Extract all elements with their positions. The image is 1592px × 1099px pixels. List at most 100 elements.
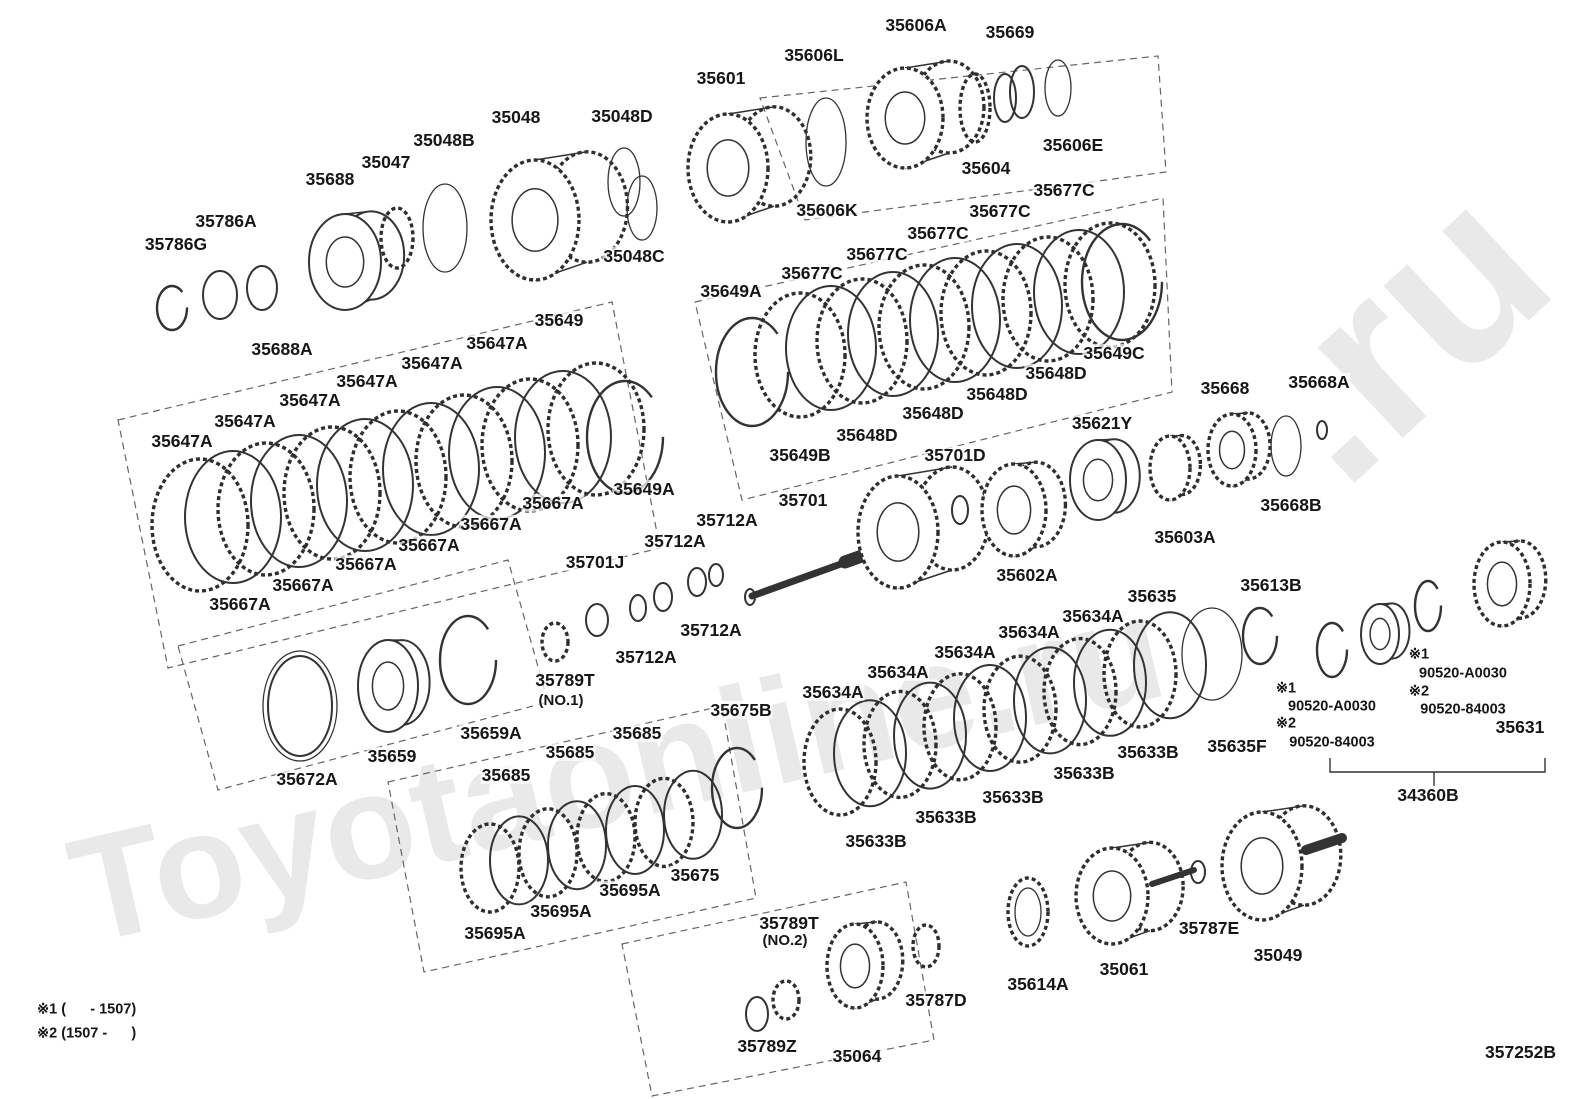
ring-35688A xyxy=(246,265,278,311)
gear-35631-near xyxy=(1472,540,1532,628)
oneway-clutch-35621Y-near xyxy=(1069,439,1127,521)
planetary-35049-inner xyxy=(1240,837,1284,895)
hub-35602A-inner xyxy=(996,485,1032,535)
hub-35602A-top xyxy=(1013,461,1037,465)
clutch-pack-35647A-35667A-plate-7 xyxy=(348,409,448,545)
clutch-pack-35677C-35648D-plate-1 xyxy=(753,291,847,419)
clutch-pack-35647A-35667A-plate-8 xyxy=(382,402,480,536)
sleeve-90520-inner xyxy=(1369,617,1391,651)
drum-35688-near xyxy=(308,213,382,311)
gear-35064-near xyxy=(825,922,885,1010)
clutch-pack-35634A-35633B-plate-11 xyxy=(1102,619,1178,729)
clutch-pack-35647A-35667A-plate-11 xyxy=(480,377,580,513)
clutch-pack-35647A-35667A-plate-9 xyxy=(414,393,514,529)
oring-35701D xyxy=(951,495,969,525)
bearing-35668-near xyxy=(1206,412,1258,488)
race-35659-inner xyxy=(371,661,405,711)
snap-ring-35675B xyxy=(710,746,764,830)
clutch-pack-35677C-35648D-plate-8 xyxy=(971,243,1063,369)
group-box-left-pack xyxy=(117,301,661,669)
clutch-pack-35634A-35633B-plate-10 xyxy=(1073,628,1147,737)
clutch-pack-35677C-35648D-plate-3 xyxy=(815,277,909,405)
ring-35606E xyxy=(1044,59,1072,117)
flange-35672A xyxy=(267,655,333,757)
clutch-pack-35677C-35648D-plate-2 xyxy=(785,285,877,411)
ring-35786A xyxy=(202,270,238,320)
group-box-top xyxy=(759,55,1167,221)
bearing-35668-inner xyxy=(1218,430,1246,470)
ring-35669-1 xyxy=(993,73,1017,123)
clutch-drum-35606A-top xyxy=(904,60,950,69)
clutch-pack-35634A-35633B-plate-12 xyxy=(1133,611,1207,720)
ring-35712A-1 xyxy=(629,594,647,622)
ring-35712A-2 xyxy=(653,582,673,612)
clutch-pack-35677C-35648D-plate-7 xyxy=(939,249,1033,377)
clutch-pack-35634A-35633B-plate-5 xyxy=(922,672,998,782)
gear-35604 xyxy=(958,72,992,144)
ring-35669-2 xyxy=(1009,65,1035,119)
clutch-pack-35647A-35667A-plate-4 xyxy=(250,434,348,568)
clutch-pack-35634A-35633B-plate-7 xyxy=(982,654,1058,764)
assembly-bracket xyxy=(1329,758,1546,773)
input-shaft-35701 xyxy=(748,556,856,600)
clutch-pack-35634A-35633B-plate-9 xyxy=(1042,636,1118,747)
clutch-pack-35677C-35648D-plate-10 xyxy=(1033,229,1125,355)
clutch-hub-35701-inner xyxy=(876,502,920,562)
clutch-hub-35701-top xyxy=(897,466,953,477)
ring-gear-35614A xyxy=(1006,876,1050,948)
clutch-pack-35647A-35667A-plate-6 xyxy=(316,418,414,552)
clutch-pack-35685-35695A-plate-4 xyxy=(547,800,607,891)
clutch-drum-35048-inner xyxy=(511,188,559,252)
group-box-mid-left xyxy=(177,559,549,791)
clutch-pack-35677C-35648D-plate-9 xyxy=(1001,235,1095,363)
group-box-right-pack xyxy=(694,197,1173,501)
clutch-pack-35685-35695A-plate-8 xyxy=(663,769,723,860)
shaft-tip-ring xyxy=(744,588,756,606)
gear-35631-inner xyxy=(1486,561,1518,607)
clutch-pack-35685-35695A-plate-2 xyxy=(489,815,549,906)
snap-ring-90520-1 xyxy=(1315,621,1349,679)
part-35701J xyxy=(585,603,609,637)
flange-35635F xyxy=(1181,607,1243,701)
clutch-pack-35647A-35667A-plate-1 xyxy=(150,457,250,593)
hub-35602A-near xyxy=(980,462,1048,558)
oneway-clutch-35621Y-inner xyxy=(1082,458,1114,502)
planetary-35049-near xyxy=(1220,810,1304,922)
gear-35603A-near xyxy=(1148,434,1192,502)
flange-35672A-outer xyxy=(262,650,338,762)
clutch-pack-35677C-35648D-plate-4 xyxy=(847,271,939,397)
snap-ring-90520-2 xyxy=(1413,579,1443,633)
clutch-pack-35647A-35667A-plate-12 xyxy=(514,370,612,504)
clutch-pack-35685-35695A-plate-3 xyxy=(517,807,579,899)
clutch-pack-35634A-35633B-plate-2 xyxy=(833,699,907,808)
gear-35787D xyxy=(911,923,941,969)
clutch-drum-35606A-near xyxy=(865,66,945,170)
ring-35606L xyxy=(805,97,847,187)
thrust-washer-35789T-no1 xyxy=(540,621,570,663)
clutch-drum-35601-top xyxy=(727,106,775,115)
snap-ring-35786G xyxy=(155,284,189,332)
clutch-pack-35647A-35667A-plate-3 xyxy=(216,441,316,577)
ring-35712A-4 xyxy=(708,563,724,587)
clutch-pack-35685-35695A-plate-7 xyxy=(633,776,695,869)
planetary-35049-top xyxy=(1261,805,1305,813)
clutch-pack-35634A-35633B-plate-6 xyxy=(953,664,1027,772)
snap-ring-35649C xyxy=(1080,222,1164,342)
clutch-drum-35048-top xyxy=(534,151,588,161)
group-box-bottom-center xyxy=(621,881,935,1097)
gear-ring-35047 xyxy=(379,206,415,270)
ring-35668A xyxy=(1316,420,1328,440)
oring-35048B xyxy=(422,183,468,273)
clutch-pack-35647A-35667A-plate-13 xyxy=(546,361,646,497)
group-box-bottom-pack xyxy=(387,705,757,973)
clutch-pack-35685-35695A-plate-6 xyxy=(605,785,665,875)
clutch-drum-35601-near xyxy=(686,112,770,224)
clutch-pack-35677C-35648D-plate-6 xyxy=(909,257,1001,383)
ring-35668B xyxy=(1270,415,1302,477)
clutch-pack-35647A-35667A-plate-5 xyxy=(282,425,382,561)
ring-35614A-inner xyxy=(1014,887,1042,937)
ring-35789Z xyxy=(745,996,769,1032)
clutch-pack-35647A-35667A-plate-2 xyxy=(184,450,282,584)
clutch-drum-35048-near xyxy=(489,158,581,282)
